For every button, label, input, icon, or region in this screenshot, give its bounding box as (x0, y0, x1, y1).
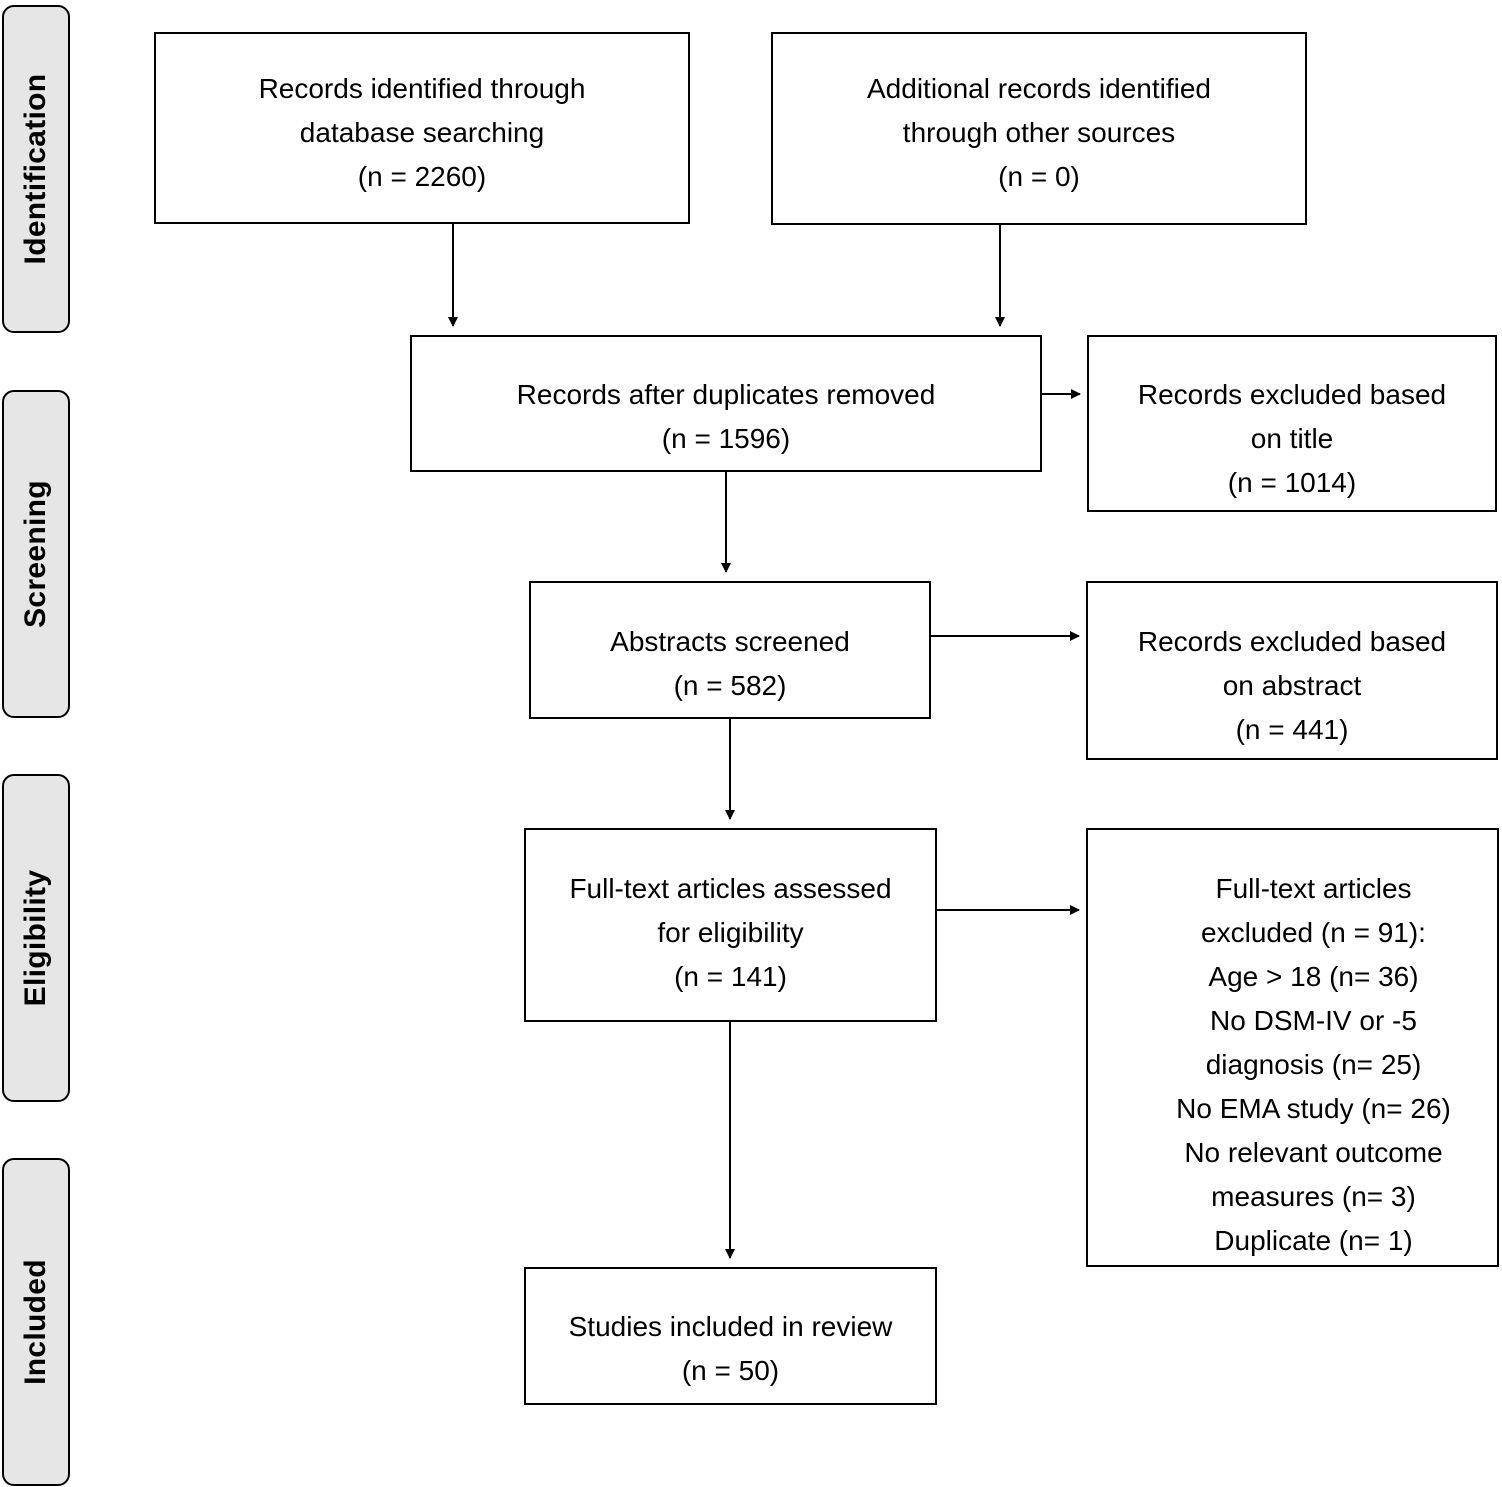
fulltext-excluded-line: excluded (n = 91): (1201, 917, 1426, 948)
stage-identification: Identification (2, 5, 70, 333)
fulltext-excluded-line: measures (n= 3) (1211, 1181, 1416, 1212)
fulltext-excluded-line: Age > 18 (n= 36) (1208, 961, 1419, 992)
records-other-sources-count: (n = 0) (998, 161, 1080, 192)
records-excluded-title-box: Records excluded based on title (n = 101… (1087, 335, 1497, 512)
records-other-sources-line1: Additional records identified (867, 73, 1211, 104)
fulltext-excluded-line: diagnosis (n= 25) (1205, 1049, 1422, 1080)
excluded-abstract-line2: on abstract (1222, 670, 1362, 701)
fulltext-assessed-count: (n = 141) (674, 961, 787, 992)
records-excluded-abstract-box: Records excluded based on abstract (n = … (1086, 581, 1498, 760)
fulltext-excluded-line: Full-text articles (1215, 873, 1412, 904)
studies-included-box: Studies included in review (n = 50) (524, 1267, 937, 1405)
stage-eligibility-label: Eligibility (19, 869, 52, 1007)
studies-included-line1: Studies included in review (568, 1311, 893, 1342)
abstracts-screened-box: Abstracts screened (n = 582) (529, 581, 931, 719)
fulltext-excluded-line: Duplicate (n= 1) (1214, 1225, 1413, 1256)
abstracts-screened-count: (n = 582) (673, 670, 787, 701)
excluded-abstract-count: (n = 441) (1235, 714, 1349, 745)
records-database-line1: Records identified through (258, 73, 586, 104)
abstracts-screened-line1: Abstracts screened (610, 626, 850, 657)
records-database-line2: database searching (299, 117, 545, 148)
fulltext-assessed-line2: for eligibility (657, 917, 804, 948)
fulltext-assessed-box: Full-text articles assessed for eligibil… (524, 828, 937, 1022)
fulltext-excluded-line: No DSM-IV or -5 (1210, 1005, 1417, 1036)
fulltext-excluded-line: No relevant outcome (1184, 1137, 1443, 1168)
fulltext-excluded-line: No EMA study (n= 26) (1176, 1093, 1451, 1124)
stage-screening-label: Screening (19, 480, 52, 628)
excluded-abstract-line1: Records excluded based (1137, 626, 1447, 657)
fulltext-assessed-line1: Full-text articles assessed (569, 873, 892, 904)
stage-screening: Screening (2, 390, 70, 718)
studies-included-count: (n = 50) (681, 1355, 780, 1386)
records-duplicates-count: (n = 1596) (661, 423, 791, 454)
stage-included: Included (2, 1158, 70, 1486)
fulltext-excluded-box: Full-text articles excluded (n = 91): Ag… (1086, 828, 1499, 1267)
records-other-sources-box: Additional records identified through ot… (771, 32, 1307, 225)
excluded-title-line2: on title (1250, 423, 1334, 454)
stage-included-label: Included (19, 1259, 52, 1385)
stage-eligibility: Eligibility (2, 774, 70, 1102)
records-database-count: (n = 2260) (357, 161, 487, 192)
records-duplicates-removed-box: Records after duplicates removed (n = 15… (410, 335, 1042, 472)
stage-identification-label: Identification (19, 73, 52, 265)
excluded-title-line1: Records excluded based (1137, 379, 1447, 410)
records-other-sources-line2: through other sources (902, 117, 1176, 148)
excluded-title-count: (n = 1014) (1227, 467, 1357, 498)
records-duplicates-line1: Records after duplicates removed (516, 379, 936, 410)
records-database-box: Records identified through database sear… (154, 32, 690, 224)
